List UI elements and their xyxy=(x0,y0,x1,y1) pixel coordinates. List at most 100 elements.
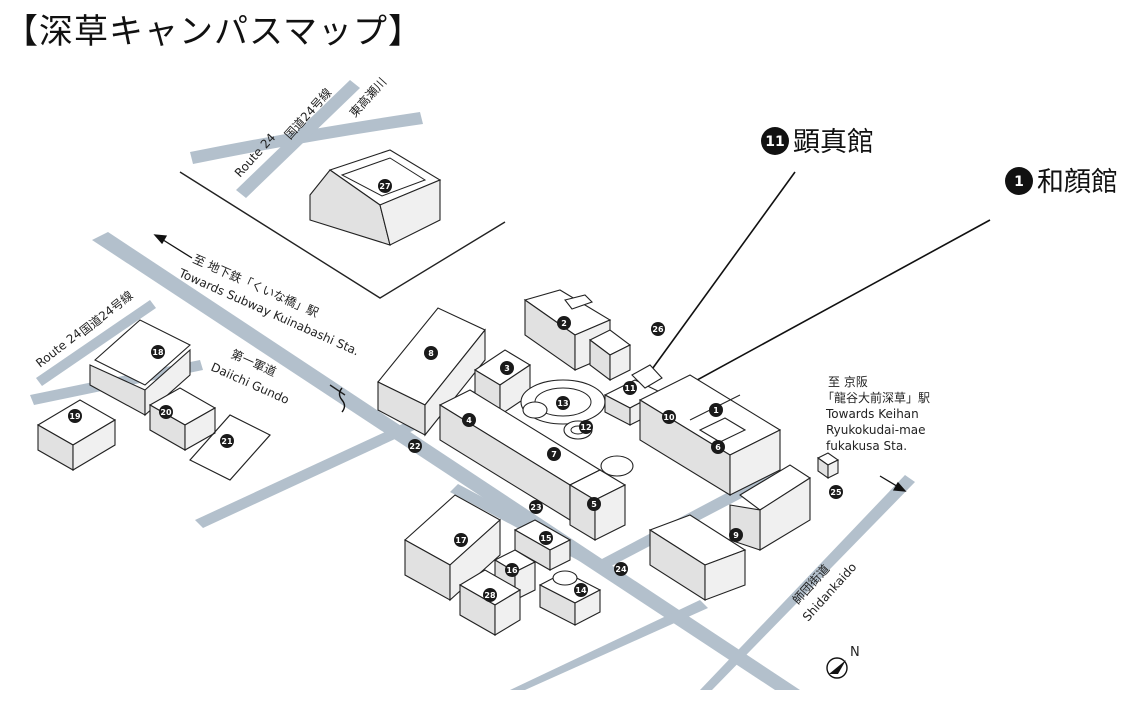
marker-b4[interactable] xyxy=(462,413,476,427)
marker-b3[interactable] xyxy=(500,361,514,375)
road-shidankaido xyxy=(700,475,915,690)
ground-21 xyxy=(189,414,271,481)
marker-label-b22: 22 xyxy=(409,442,420,451)
marker-b21[interactable] xyxy=(220,434,234,448)
marker-b7[interactable] xyxy=(547,447,561,461)
callout-11-name: 顕真館 xyxy=(793,127,874,158)
callout-1-name: 和顔館 xyxy=(1037,167,1118,198)
marker-label-b19: 19 xyxy=(69,412,81,421)
road-kokudo24-top-diag xyxy=(236,80,360,198)
marker-label-b26: 26 xyxy=(652,325,664,334)
label-keihan-4: Ryukokudai-mae xyxy=(826,423,926,437)
marker-b24[interactable] xyxy=(614,562,628,576)
arrow-subway-icon xyxy=(153,234,168,245)
building-2-annex xyxy=(588,329,632,382)
marker-b8[interactable] xyxy=(424,346,438,360)
marker-b19[interactable] xyxy=(68,409,82,423)
marker-b11[interactable] xyxy=(623,381,637,395)
marker-b16[interactable] xyxy=(505,563,519,577)
callout-11: 11 顕真館 xyxy=(761,127,874,158)
marker-b27[interactable] xyxy=(378,179,392,193)
label-higashitakase: 東高瀬川 xyxy=(346,74,389,120)
marker-b18[interactable] xyxy=(151,345,165,359)
boundary-lines xyxy=(179,171,506,396)
marker-b13[interactable] xyxy=(556,396,570,410)
marker-b23[interactable] xyxy=(529,500,543,514)
marker-b26[interactable] xyxy=(651,322,665,336)
building-25-area xyxy=(816,452,840,480)
marker-b20[interactable] xyxy=(159,405,173,419)
building-9[interactable] xyxy=(648,464,812,602)
marker-label-b8: 8 xyxy=(428,349,434,358)
road-route24-left xyxy=(36,300,156,386)
building-15[interactable] xyxy=(513,519,572,571)
marker-label-b13: 13 xyxy=(557,399,568,408)
marker-label-b7: 7 xyxy=(551,450,557,459)
marker-label-b24: 24 xyxy=(615,565,627,574)
marker-label-b27: 27 xyxy=(379,182,390,191)
marker-b15[interactable] xyxy=(539,531,553,545)
marker-label-b23: 23 xyxy=(530,503,541,512)
marker-label-b2: 2 xyxy=(561,319,567,328)
buildings-layer xyxy=(36,149,840,636)
marker-b25[interactable] xyxy=(829,485,843,499)
marker-b14[interactable] xyxy=(574,583,588,597)
marker-label-b28: 28 xyxy=(484,591,496,600)
marker-label-b6: 6 xyxy=(715,443,721,452)
label-keihan-5: fukakusa Sta. xyxy=(826,439,907,453)
marker-label-b9: 9 xyxy=(733,531,739,540)
marker-label-b11: 11 xyxy=(624,384,636,393)
road-bottom xyxy=(510,600,708,690)
building-27[interactable] xyxy=(309,149,442,246)
marker-b5[interactable] xyxy=(587,497,601,511)
building-28[interactable] xyxy=(458,569,522,636)
building-18[interactable] xyxy=(89,319,191,417)
page-title: 【深草キャンパスマップ】 xyxy=(4,12,423,52)
marker-label-b17: 17 xyxy=(455,536,466,545)
marker-label-b18: 18 xyxy=(152,348,164,357)
marker-b12[interactable] xyxy=(579,420,593,434)
marker-label-b4: 4 xyxy=(466,416,472,425)
building-20[interactable] xyxy=(148,387,217,451)
marker-label-b12: 12 xyxy=(580,423,591,432)
marker-label-b3: 3 xyxy=(504,364,510,373)
road-lower-campus xyxy=(450,470,780,572)
marker-b2[interactable] xyxy=(557,316,571,330)
direction-arrows xyxy=(153,234,907,492)
building-14[interactable] xyxy=(538,570,602,626)
label-keihan-2: 「龍谷大前深草」駅 xyxy=(822,390,930,405)
marker-b22[interactable] xyxy=(408,439,422,453)
building-17[interactable] xyxy=(404,494,501,602)
north-compass: N xyxy=(826,645,860,679)
label-keihan-1: 至 京阪 xyxy=(828,375,868,389)
road-break-icon xyxy=(338,387,346,413)
callout-1-number: 1 xyxy=(1014,174,1024,190)
marker-label-b20: 20 xyxy=(160,408,172,417)
arrow-keihan-icon xyxy=(892,481,907,492)
marker-label-b16: 16 xyxy=(506,566,518,575)
marker-b10[interactable] xyxy=(662,410,676,424)
label-keihan-3: Towards Keihan xyxy=(825,407,919,421)
marker-b6[interactable] xyxy=(711,440,725,454)
callout-11-number: 11 xyxy=(765,134,784,150)
compass-icon xyxy=(826,657,848,679)
marker-label-b21: 21 xyxy=(221,437,233,446)
building-5[interactable] xyxy=(568,469,627,541)
marker-b9[interactable] xyxy=(729,528,743,542)
marker-b17[interactable] xyxy=(454,533,468,547)
building-10-1-6[interactable] xyxy=(638,374,782,496)
marker-label-b10: 10 xyxy=(663,413,675,422)
callout-1: 1 和顔館 xyxy=(1005,167,1118,198)
marker-label-b5: 5 xyxy=(591,500,597,509)
marker-label-b14: 14 xyxy=(575,586,587,595)
label-north: N xyxy=(850,645,860,660)
marker-b28[interactable] xyxy=(483,588,497,602)
marker-label-b1: 1 xyxy=(713,406,719,415)
callout-lines xyxy=(649,171,991,386)
marker-b1[interactable] xyxy=(709,403,723,417)
marker-label-b15: 15 xyxy=(540,534,552,543)
marker-label-b25: 25 xyxy=(830,488,842,497)
fountain xyxy=(600,455,634,477)
